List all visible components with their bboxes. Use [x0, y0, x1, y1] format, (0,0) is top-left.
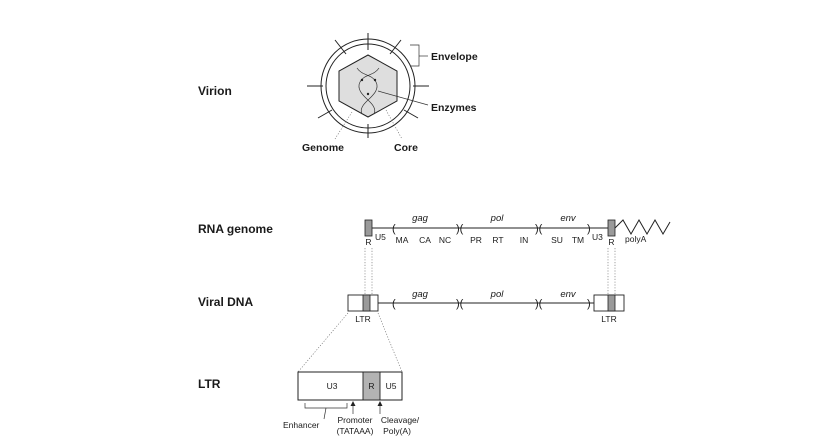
- dna-gene-pol: pol: [490, 289, 505, 300]
- label-core: Core: [394, 142, 418, 154]
- row-label-virion: Virion: [198, 84, 232, 98]
- dna-ltr-right-r: [607, 294, 616, 312]
- rna-protein-tm: TM: [572, 235, 584, 245]
- rna-r-left-box: [364, 219, 373, 237]
- rna-boundary-mark: )(: [456, 223, 464, 235]
- dna-boundary-mark: (: [392, 298, 396, 310]
- enzyme-dot: [360, 78, 364, 82]
- dna-gene-gag: gag: [412, 289, 429, 300]
- rna-protein-su: SU: [551, 235, 563, 245]
- ltr-detail-box: [297, 371, 403, 401]
- spike: [403, 109, 419, 119]
- rna-polya-label: polyA: [625, 234, 647, 244]
- core-capsid: [338, 54, 398, 118]
- envelope-inner-membrane: [325, 43, 411, 129]
- label-promoter-line1: Promoter: [338, 415, 373, 425]
- row-label-ltr: LTR: [198, 377, 221, 391]
- label-cleavage-line2: Poly(A): [383, 426, 411, 436]
- ltr-detail-u5-label: U5: [386, 381, 397, 391]
- spike: [317, 109, 333, 119]
- enhancer-leader: [323, 407, 327, 420]
- rna-protein-ma: MA: [396, 235, 409, 245]
- enzyme-dot: [373, 78, 377, 82]
- dna-ltr-right-label: LTR: [601, 314, 616, 324]
- virion-illustration: Envelope Enzymes Genome Core: [302, 33, 478, 154]
- rna-u3-label: U3: [592, 232, 603, 242]
- rna-u5-label: U5: [375, 232, 386, 242]
- spike: [334, 39, 347, 55]
- rna-r-right-box: [607, 219, 616, 237]
- spike: [389, 39, 402, 55]
- dna-gene-env: env: [560, 289, 577, 300]
- connector-ltr-expand-right: [377, 312, 403, 373]
- rna-protein-in: IN: [520, 235, 529, 245]
- cleavage-arrowhead: [377, 401, 383, 406]
- rna-boundary-mark: ): [587, 223, 591, 235]
- polya-tail: [614, 218, 671, 236]
- rna-protein-rt: RT: [492, 235, 503, 245]
- label-cleavage-line1: Cleavage/: [381, 415, 420, 425]
- dna-boundary-mark: )(: [535, 298, 543, 310]
- row-label-viral-dna: Viral DNA: [198, 295, 253, 309]
- dna-ltr-left-label: LTR: [355, 314, 370, 324]
- ltr-detail-r-segment: [362, 371, 381, 401]
- connector-ltr-expand-left: [297, 312, 349, 373]
- enhancer-bracket: [304, 403, 348, 409]
- rna-genome-map: R ( )( )( ) gag pol env U5 U3 MA CA NC P…: [364, 213, 671, 247]
- dna-boundary-mark: ): [587, 298, 591, 310]
- envelope-outer-membrane: [320, 38, 416, 134]
- ltr-detail: U3 R U5 Enhancer Promoter (TATAAA) Cleav…: [283, 371, 420, 436]
- rna-protein-pr: PR: [470, 235, 482, 245]
- label-promoter-line2: (TATAAA): [337, 426, 374, 436]
- label-enhancer: Enhancer: [283, 420, 320, 430]
- enzymes-leader: [377, 90, 429, 106]
- enzyme-dot: [366, 92, 370, 96]
- ltr-detail-r-label: R: [368, 381, 374, 391]
- genome-strand: [358, 67, 380, 115]
- rna-r-left-label: R: [365, 237, 371, 247]
- label-envelope: Envelope: [431, 51, 478, 63]
- rna-gene-env: env: [560, 213, 577, 224]
- rna-protein-ca: CA: [419, 235, 431, 245]
- dna-boundary-mark: )(: [456, 298, 464, 310]
- genome-strand: [356, 67, 378, 115]
- label-genome: Genome: [302, 142, 344, 154]
- rna-boundary-mark: )(: [535, 223, 543, 235]
- label-enzymes: Enzymes: [431, 102, 477, 114]
- rna-gene-pol: pol: [490, 213, 505, 224]
- envelope-bracket: [410, 44, 420, 67]
- dna-ltr-left-r: [362, 294, 371, 312]
- row-label-rna-genome: RNA genome: [198, 222, 273, 236]
- genome-leader: [334, 111, 353, 140]
- rna-protein-nc: NC: [439, 235, 451, 245]
- ltr-detail-u3-label: U3: [327, 381, 338, 391]
- rna-gene-gag: gag: [412, 213, 429, 224]
- rna-boundary-mark: (: [392, 223, 396, 235]
- viral-dna-map: LTR ( )( )( ) gag pol env LTR: [347, 289, 625, 324]
- rna-r-right-label: R: [608, 237, 614, 247]
- envelope-spikes: [307, 33, 429, 138]
- promoter-arrowhead: [350, 401, 356, 406]
